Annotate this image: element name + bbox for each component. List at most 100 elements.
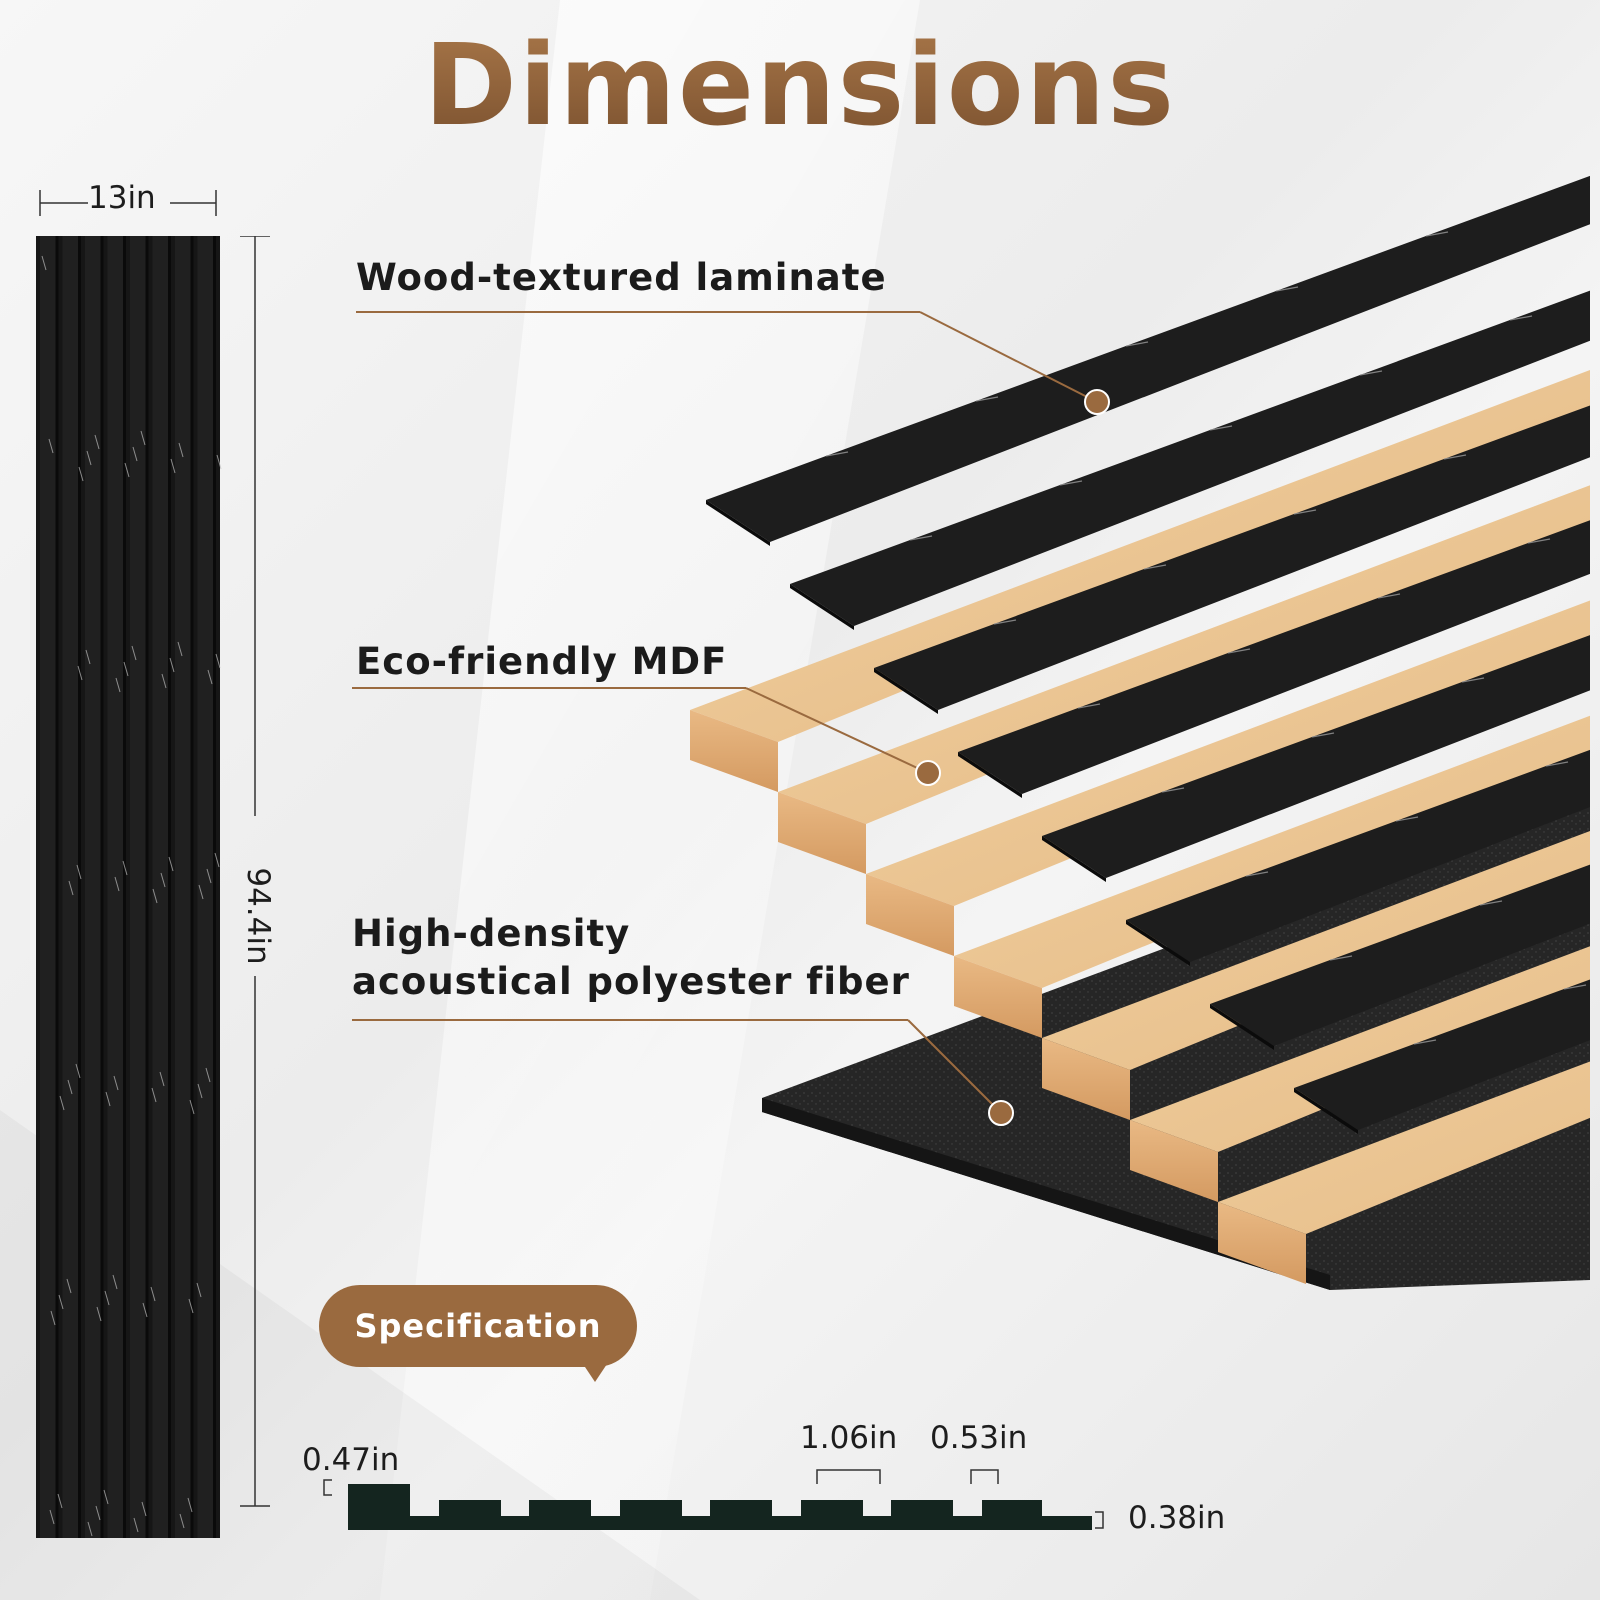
marble-vein: [58, 1294, 64, 1310]
marble-vein: [86, 450, 92, 466]
marble-vein: [1209, 425, 1233, 431]
marble-vein: [1161, 787, 1185, 793]
marble-vein: [1227, 648, 1251, 654]
panel-slat: [130, 236, 147, 1538]
panel-slat: [175, 236, 192, 1538]
marble-vein: [170, 458, 176, 474]
marble-vein: [67, 1079, 73, 1095]
profile-slat: [529, 1500, 591, 1518]
marble-vein: [123, 661, 129, 677]
mdf-strip: [1042, 830, 1590, 1070]
specification-badge: Specification: [319, 1285, 637, 1367]
marble-vein: [1143, 564, 1167, 570]
marble-vein: [41, 255, 47, 271]
marble-vein: [1461, 677, 1485, 683]
marble-vein: [151, 1087, 157, 1103]
profile-slat: [620, 1500, 682, 1518]
marble-vein: [188, 1298, 194, 1314]
marble-vein: [140, 430, 146, 446]
marble-vein: [66, 1278, 72, 1294]
panel-width-label: 13in: [88, 180, 156, 216]
groove-width-label: 0.53in: [930, 1420, 1028, 1456]
marble-vein: [1527, 538, 1551, 544]
polyester-fiber-label: High-density acoustical polyester fiber: [352, 910, 910, 1006]
marble-vein: [1125, 341, 1149, 347]
marble-vein: [122, 860, 128, 876]
marble-vein: [105, 1091, 111, 1107]
marble-vein: [48, 438, 54, 454]
polyester-fiber-label-line2: acoustical polyester fiber: [352, 960, 910, 1004]
laminate-strip: [1294, 979, 1590, 1130]
profile-slat: [439, 1500, 501, 1518]
marble-vein: [95, 1505, 101, 1521]
laminate-strip: [706, 175, 1590, 542]
marble-vein: [1509, 315, 1533, 321]
profile-base: [348, 1516, 1092, 1530]
laminate-strip: [790, 290, 1590, 626]
marble-vein: [77, 665, 83, 681]
mdf-strip-end: [954, 956, 1042, 1038]
marble-vein: [96, 1306, 102, 1322]
marble-vein: [1245, 871, 1269, 877]
marble-vein: [169, 657, 175, 673]
marble-vein: [49, 1509, 55, 1525]
felt-backing-edge: [762, 1098, 1330, 1290]
panel-slat: [40, 236, 57, 1538]
profile-slat: [801, 1500, 863, 1518]
mdf-strip: [1130, 946, 1590, 1152]
mdf-strip-end: [778, 792, 866, 874]
marble-vein: [909, 535, 933, 541]
height-dimension-line: [240, 236, 270, 1507]
marble-vein: [1425, 231, 1449, 237]
marble-vein: [1275, 286, 1299, 292]
mdf-strip: [778, 485, 1590, 824]
marble-vein: [825, 451, 849, 457]
marble-vein: [132, 446, 138, 462]
marble-vein: [1395, 816, 1419, 822]
panel-profile-cross-section: [323, 1479, 1104, 1530]
marble-vein: [1377, 593, 1401, 599]
marble-vein: [104, 1290, 110, 1306]
laminate-strip: [958, 520, 1590, 794]
mdf-strip-end: [1130, 1120, 1218, 1202]
marble-vein: [85, 649, 91, 665]
marble-vein: [198, 884, 204, 900]
marble-vein: [112, 1274, 118, 1290]
marble-vein: [1413, 1039, 1437, 1045]
acoustic-panel-front-view: [36, 236, 222, 1538]
marble-vein: [189, 1099, 195, 1115]
width-brackets: [816, 1469, 999, 1484]
marble-vein: [214, 852, 220, 868]
width-dimension-line: [39, 190, 217, 216]
marble-vein: [87, 1521, 93, 1537]
marble-vein: [124, 462, 130, 478]
marble-vein: [196, 1282, 202, 1298]
marble-vein: [1443, 454, 1467, 460]
marble-vein: [141, 1501, 147, 1517]
panel-slat: [197, 236, 215, 1538]
page-title: Dimensions: [0, 30, 1600, 142]
marble-vein: [150, 1286, 156, 1302]
marble-vein: [1077, 703, 1101, 709]
marble-vein: [133, 1517, 139, 1533]
marble-vein: [168, 856, 174, 872]
marble-vein: [177, 641, 183, 657]
marble-vein: [1329, 955, 1353, 961]
marble-vein: [1293, 509, 1317, 515]
speech-tail-icon: [583, 1364, 607, 1382]
marble-vein: [216, 454, 222, 470]
panel-slat: [152, 236, 170, 1538]
marble-vein: [993, 619, 1017, 625]
profile-slat: [982, 1500, 1042, 1518]
profile-slat: [710, 1500, 772, 1518]
base-thickness-label: 0.38in: [1128, 1500, 1226, 1536]
thickness-bracket: [1095, 1511, 1104, 1529]
marble-vein: [215, 653, 221, 669]
laminate-strip: [1042, 635, 1590, 878]
slat-gap-label: 0.47in: [302, 1442, 400, 1478]
laminate-strip: [1126, 749, 1590, 962]
marble-vein: [197, 1083, 203, 1099]
marble-vein: [115, 677, 121, 693]
polyester-fiber-label-line1: High-density: [352, 912, 631, 955]
